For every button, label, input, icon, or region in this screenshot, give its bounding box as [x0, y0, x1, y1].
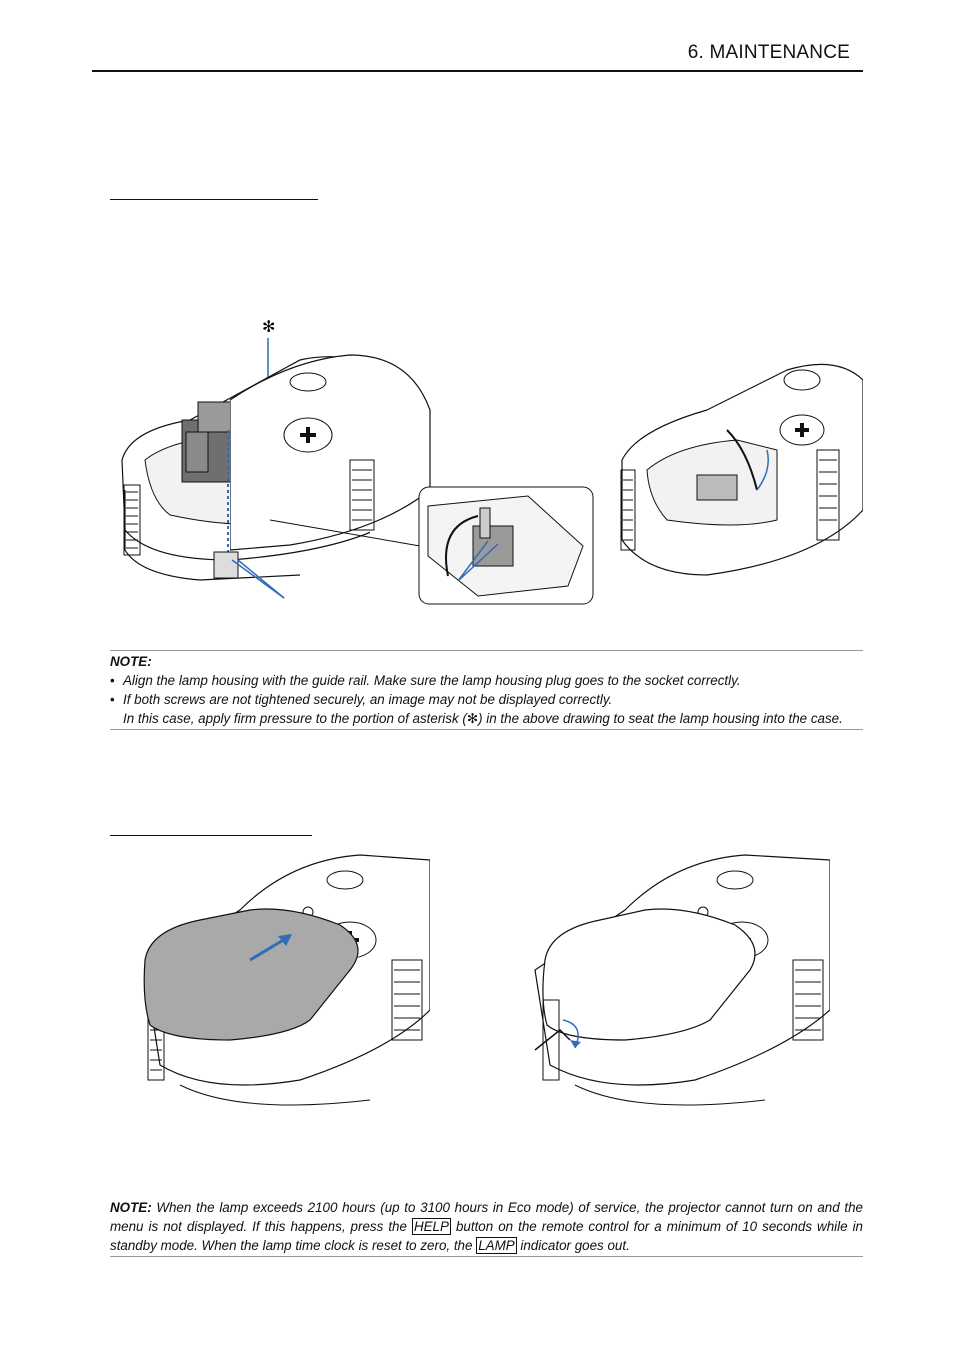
note-item-text: Align the lamp housing with the guide ra… — [123, 673, 741, 688]
lamp-seated-illustration — [620, 363, 863, 576]
lamp-cover-closed-illustration — [534, 854, 830, 1106]
step-heading-underline-1 — [110, 199, 318, 200]
note-heading: NOTE: — [110, 654, 152, 669]
note-item-2: • If both screws are not tightened secur… — [110, 690, 863, 709]
section-title: 6. MAINTENANCE — [687, 42, 850, 63]
step-heading-underline-2 — [110, 835, 312, 836]
continuation-text: In this case, apply firm pressure to the… — [123, 711, 467, 726]
note-heading: NOTE: — [110, 1200, 152, 1215]
note-text: button on the remote control for a minim… — [110, 1219, 863, 1253]
note-text: indicator goes out. — [516, 1238, 630, 1253]
note-lamp-hours: NOTE: When the lamp exceeds 2100 hours (… — [110, 1198, 863, 1257]
note-item-2-continuation: In this case, apply firm pressure to the… — [110, 709, 863, 728]
help-key-label: HELP — [411, 1218, 451, 1235]
lamp-indicator-label: LAMP — [476, 1237, 517, 1254]
note-item-text: If both screws are not tightened securel… — [123, 692, 613, 707]
lamp-cover-attach-illustration — [143, 854, 430, 1106]
asterisk-symbol: ✻ — [466, 711, 479, 726]
header-divider — [92, 70, 863, 72]
note-item-1: • Align the lamp housing with the guide … — [110, 671, 863, 690]
note-lamp-housing: NOTE: • Align the lamp housing with the … — [110, 650, 863, 730]
continuation-text: ) in the above drawing to seat the lamp … — [478, 711, 843, 726]
asterisk-marker: ✻ — [262, 317, 275, 336]
projector-body-illustration — [230, 354, 431, 551]
bullet-marker: • — [110, 692, 115, 707]
bullet-marker: • — [110, 673, 115, 688]
guide-rail-detail-illustration — [418, 486, 594, 605]
note-text: When the lamp exceeds 2100 hours (up to … — [110, 1200, 863, 1234]
